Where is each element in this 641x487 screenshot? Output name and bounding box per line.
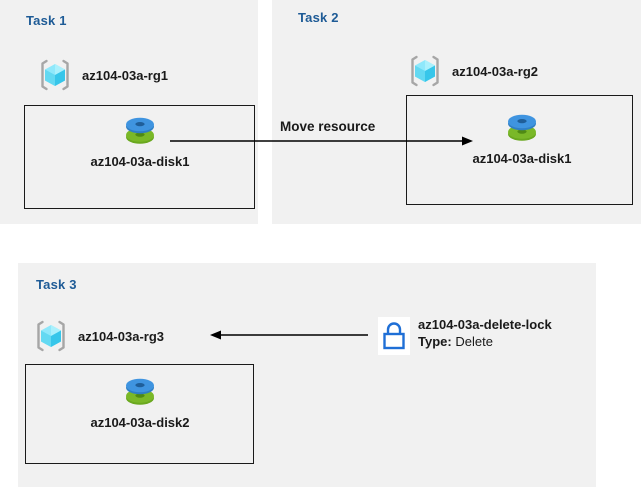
disk-label-disk2-task3: az104-03a-disk2	[90, 415, 190, 430]
disk-node-disk1-task1: az104-03a-disk1	[78, 113, 202, 169]
resource-group-label-rg2: az104-03a-rg2	[452, 63, 538, 79]
resource-group-rg3: az104-03a-rg3	[32, 317, 164, 355]
resource-group-box-task-2	[406, 95, 633, 205]
managed-disk-icon	[501, 110, 543, 148]
lock-name: az104-03a-delete-lock	[418, 317, 552, 332]
resource-group-box-task-3	[25, 364, 254, 464]
disk-node-disk1-task2: az104-03a-disk1	[460, 110, 584, 166]
panel-task-1	[0, 0, 258, 224]
resource-group-cube-icon	[406, 52, 444, 90]
panel-title-task-1: Task 1	[26, 13, 67, 28]
resource-group-cube-icon	[36, 56, 74, 94]
lock-type-line: Type: Delete	[418, 333, 552, 350]
panel-task-3	[18, 263, 596, 487]
lock-type-value-text: Delete	[455, 334, 493, 349]
lock-text-block: az104-03a-delete-lock Type: Delete	[418, 317, 552, 350]
lock-type-key: Type:	[418, 334, 452, 349]
resource-group-rg2: az104-03a-rg2	[406, 52, 538, 90]
resource-group-rg1: az104-03a-rg1	[36, 56, 168, 94]
resource-lock-group: az104-03a-delete-lock Type: Delete	[378, 317, 552, 355]
resource-group-label-rg3: az104-03a-rg3	[78, 328, 164, 344]
resource-group-label-rg1: az104-03a-rg1	[82, 67, 168, 83]
resource-group-box-task-1	[24, 105, 255, 209]
managed-disk-icon	[119, 113, 161, 151]
resource-group-cube-icon	[32, 317, 70, 355]
panel-title-task-2: Task 2	[298, 10, 339, 25]
disk-label-disk1-task2: az104-03a-disk1	[472, 151, 572, 166]
panel-task-2	[272, 0, 641, 224]
managed-disk-icon	[119, 374, 161, 412]
panel-title-task-3: Task 3	[36, 277, 77, 292]
arrow-label-move-resource: Move resource	[280, 119, 376, 134]
disk-node-disk2-task3: az104-03a-disk2	[78, 374, 202, 430]
lock-icon	[378, 317, 410, 355]
disk-label-disk1-task1: az104-03a-disk1	[90, 154, 190, 169]
